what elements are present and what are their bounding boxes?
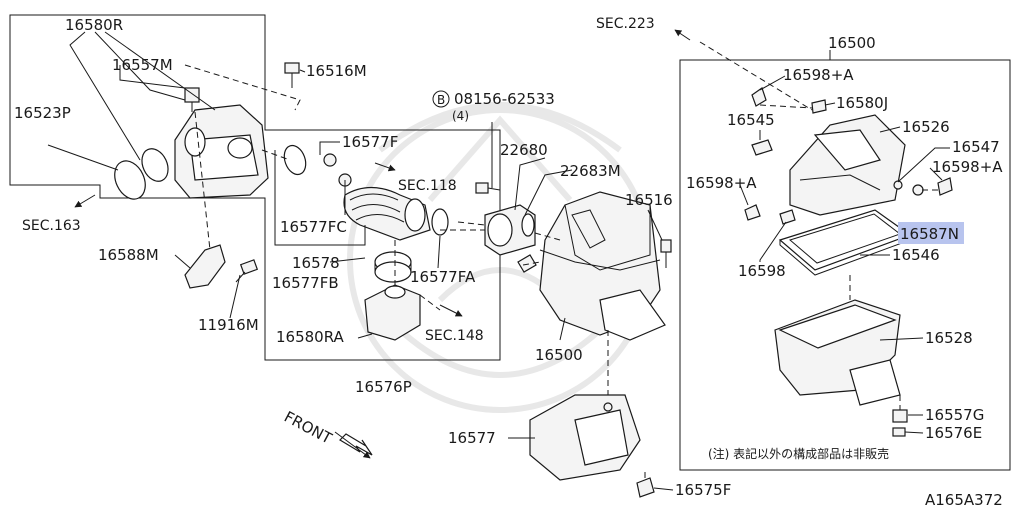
clip-16598A-right[interactable] — [937, 177, 953, 196]
label-front: FRONT — [281, 408, 335, 448]
group-16580R — [9, 14, 501, 361]
label-sec163[interactable]: SEC.163 — [22, 218, 81, 234]
upper-case-16526[interactable] — [789, 114, 906, 216]
sec148-arrow — [439, 304, 463, 317]
label-bolt-qty: (4) — [452, 109, 469, 123]
label-16598A-left[interactable]: 16598+A — [686, 174, 757, 192]
label-16557M[interactable]: 16557M — [112, 56, 173, 74]
leaders-center — [457, 122, 663, 341]
clip-16598A-left[interactable] — [744, 204, 761, 221]
leaders-right — [739, 75, 950, 434]
label-11916M[interactable]: 11916M — [198, 316, 259, 334]
part-16547[interactable] — [893, 180, 903, 190]
label-bolt-circle: B — [437, 93, 445, 107]
label-16576E[interactable]: 16576E — [925, 424, 982, 442]
label-16575F[interactable]: 16575F — [675, 481, 731, 499]
duct-16577[interactable] — [529, 394, 641, 481]
label-16545[interactable]: 16545 — [727, 111, 775, 129]
label-16557G[interactable]: 16557G — [925, 406, 984, 424]
clamp-16577FA[interactable] — [431, 208, 449, 236]
label-sec148[interactable]: SEC.148 — [425, 328, 484, 344]
label-16580J[interactable]: 16580J — [836, 94, 888, 112]
leaders-left — [47, 31, 441, 339]
bolt-08156-62533[interactable] — [475, 182, 501, 194]
filter-element-16546[interactable] — [778, 209, 912, 276]
sec223-arrow — [674, 29, 691, 41]
resonator-16580RA[interactable] — [364, 284, 421, 341]
label-16598A-right[interactable]: 16598+A — [932, 158, 1003, 176]
bolt-16516M[interactable] — [284, 62, 300, 88]
label-sec223[interactable]: SEC.223 — [596, 16, 655, 32]
label-sec118[interactable]: SEC.118 — [398, 178, 457, 194]
label-16516[interactable]: 16516 — [625, 191, 673, 209]
label-16576P[interactable]: 16576P — [355, 378, 412, 396]
bolt-ref-circle — [432, 90, 450, 108]
label-16500-center[interactable]: 16500 — [535, 346, 583, 364]
grommet-16576E[interactable] — [892, 427, 906, 437]
label-16598[interactable]: 16598 — [738, 262, 786, 280]
label-22680[interactable]: 22680 — [500, 141, 548, 159]
ring-16577FB[interactable] — [374, 251, 412, 283]
cap-16587N[interactable] — [912, 184, 924, 196]
label-16516M[interactable]: 16516M — [306, 62, 367, 80]
grommet-16557G[interactable] — [892, 409, 908, 423]
label-16580R[interactable]: 16580R — [65, 16, 123, 34]
label-16523P[interactable]: 16523P — [14, 104, 71, 122]
label-08156-62533[interactable]: 08156-62533 — [454, 90, 555, 108]
label-16588M[interactable]: 16588M — [98, 246, 159, 264]
connector-22683M[interactable] — [517, 254, 537, 273]
clamp-16577F[interactable] — [280, 142, 337, 177]
label-16577F[interactable]: 16577F — [342, 133, 398, 151]
clip-16557M[interactable] — [184, 87, 200, 112]
duct-16578[interactable] — [343, 186, 431, 241]
resonator-16580R[interactable] — [174, 104, 269, 199]
front-arrow — [334, 431, 373, 459]
label-16577FA[interactable]: 16577FA — [410, 268, 476, 286]
leaders-bottom — [508, 330, 674, 491]
diagram-id: A165A372 — [925, 491, 1003, 509]
label-16598A-top[interactable]: 16598+A — [783, 66, 854, 84]
highlight-16587N — [898, 222, 964, 244]
grommet-16516[interactable] — [660, 239, 672, 268]
label-16577FB[interactable]: 16577FB — [272, 274, 339, 292]
label-16528[interactable]: 16528 — [925, 329, 973, 347]
note-non-sale: (注) 表記以外の構成部品は非販売 — [708, 446, 889, 461]
part-16545[interactable] — [751, 139, 773, 156]
label-16587N[interactable]: 16587N — [900, 225, 959, 243]
bracket-16588M[interactable] — [184, 244, 226, 289]
label-16577FC[interactable]: 16577FC — [280, 218, 347, 236]
sec163-arrow — [74, 194, 96, 208]
clip-16598A-top[interactable] — [751, 87, 767, 107]
label-16546[interactable]: 16546 — [892, 246, 940, 264]
label-22683M[interactable]: 22683M — [560, 162, 621, 180]
exploded-box-16500 — [679, 50, 1011, 471]
maf-sensor-22680[interactable] — [484, 204, 536, 256]
label-16577[interactable]: 16577 — [448, 429, 496, 447]
clip-16580J[interactable] — [811, 99, 827, 114]
sec118-arrow — [374, 162, 396, 172]
lower-case-16528[interactable] — [774, 299, 901, 406]
label-16500-box[interactable]: 16500 — [828, 34, 876, 52]
label-16578[interactable]: 16578 — [292, 254, 340, 272]
dashed-guides-left — [184, 64, 490, 311]
clip-16575F[interactable] — [636, 477, 655, 498]
air-cleaner-16500[interactable] — [539, 191, 666, 341]
clip-16598[interactable] — [779, 209, 796, 225]
label-16547[interactable]: 16547 — [952, 138, 1000, 156]
label-16580RA[interactable]: 16580RA — [276, 328, 345, 346]
bolt-11916M[interactable] — [235, 259, 259, 283]
clamp-16523P[interactable] — [109, 145, 173, 205]
label-16526[interactable]: 16526 — [902, 118, 950, 136]
